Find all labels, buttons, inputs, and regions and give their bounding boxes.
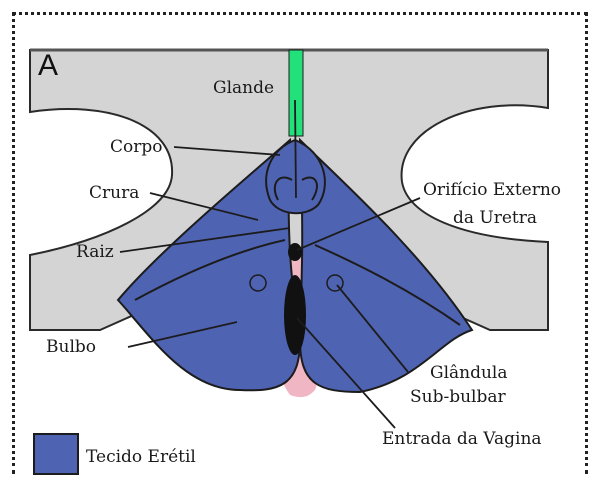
urethral-orifice xyxy=(288,243,302,261)
label-bulbo: Bulbo xyxy=(46,337,96,357)
vaginal-entrance xyxy=(284,275,306,355)
label-corpo: Corpo xyxy=(110,137,163,157)
label-glande: Glande xyxy=(213,78,274,98)
label-orificio-1: Orifício Externo xyxy=(423,180,561,200)
label-glandula-1: Glândula xyxy=(430,363,508,383)
legend-label: Tecido Erétil xyxy=(86,447,196,467)
label-glandula-2: Sub-bulbar xyxy=(410,387,507,407)
legend-swatch xyxy=(34,434,78,474)
label-crura: Crura xyxy=(89,183,139,203)
label-orificio-2: da Uretra xyxy=(453,208,537,228)
label-raiz: Raiz xyxy=(76,242,114,262)
panel-label: A xyxy=(38,49,58,82)
label-entrada: Entrada da Vagina xyxy=(382,429,542,449)
